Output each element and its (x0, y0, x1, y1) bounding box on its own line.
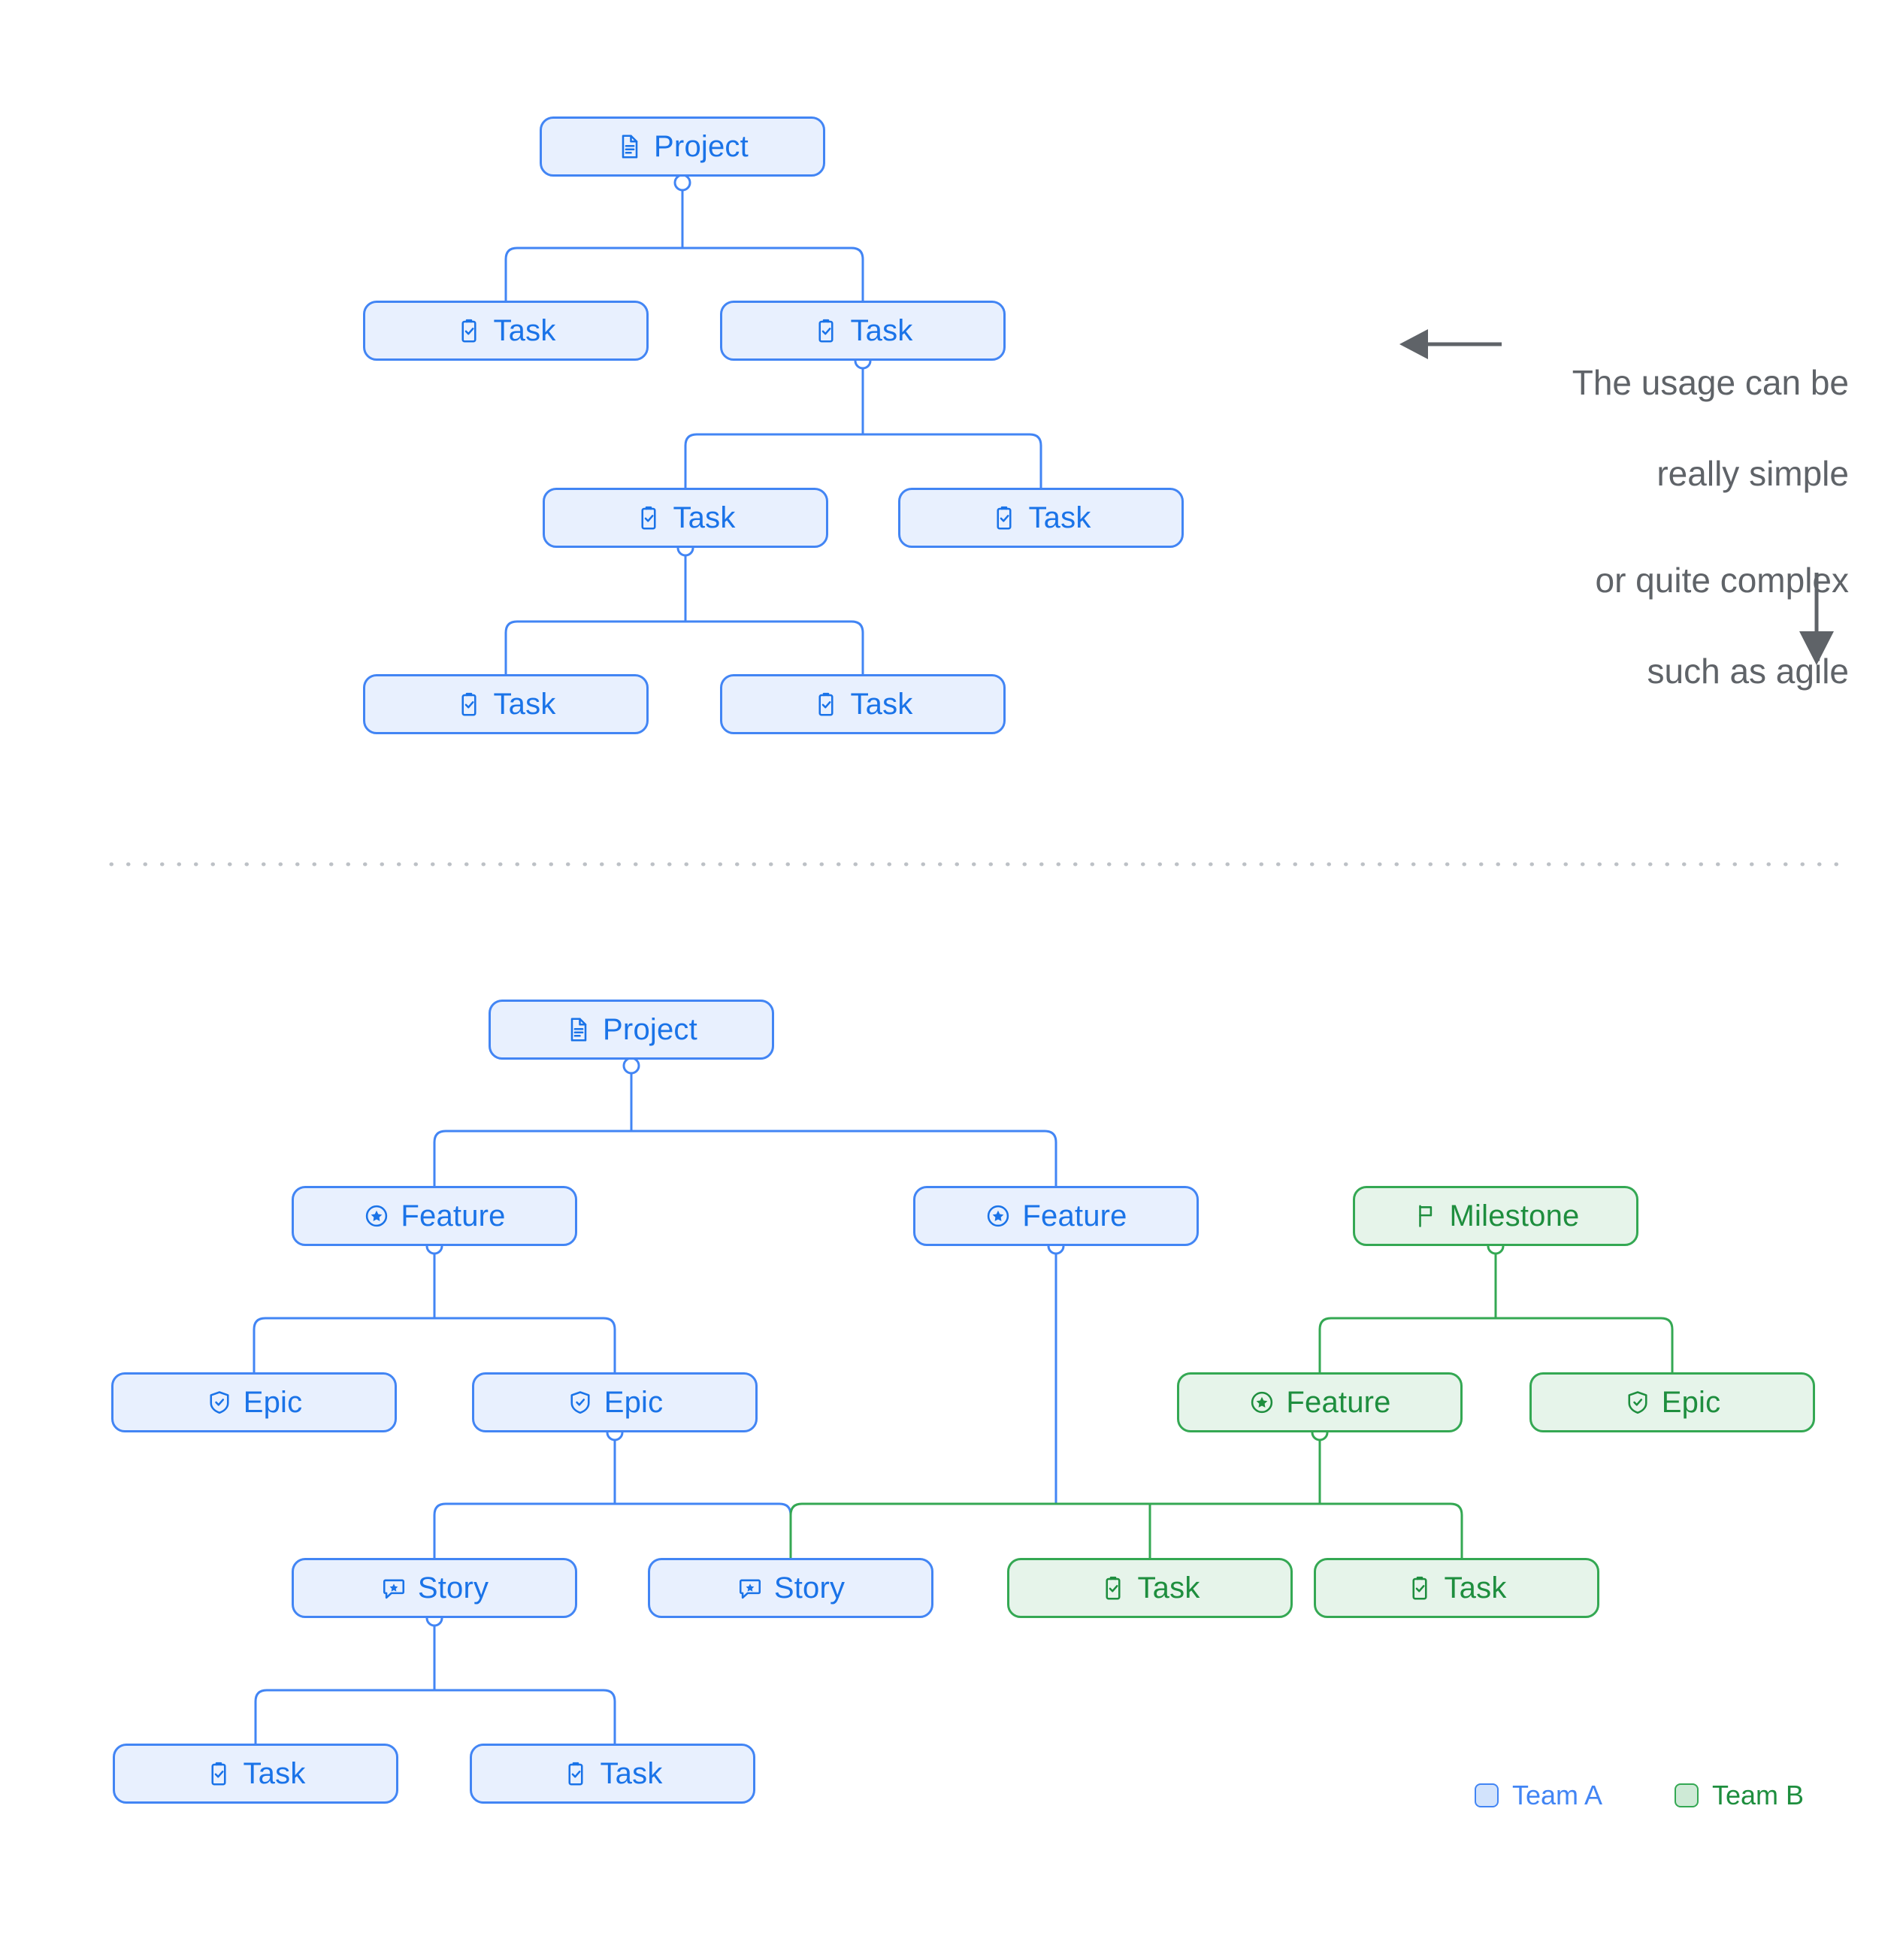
node-label: Epic (1661, 1386, 1721, 1419)
node-feature[interactable]: Feature (1177, 1372, 1463, 1432)
task-icon (818, 692, 834, 716)
node-label: Milestone (1449, 1199, 1580, 1233)
document-icon (622, 135, 638, 159)
legend-label-team-a: Team A (1512, 1780, 1603, 1810)
epic-icon (570, 1391, 590, 1414)
node-label: Epic (243, 1386, 303, 1419)
node-label: Task (600, 1757, 663, 1790)
node-project[interactable]: Project (489, 1000, 774, 1060)
task-icon (461, 692, 477, 716)
node-label: Project (654, 130, 749, 163)
node-story[interactable]: Story (292, 1558, 577, 1618)
node-label: Story (417, 1571, 489, 1605)
complex-tree-connector-dots (425, 1057, 1505, 1627)
task-icon (641, 506, 656, 530)
epic-icon (1628, 1391, 1647, 1414)
task-icon (461, 319, 477, 343)
annotation-line-2: really simple (1656, 454, 1849, 494)
node-task[interactable]: Task (543, 488, 828, 548)
task-icon (997, 506, 1012, 530)
milestone-icon (1418, 1205, 1432, 1227)
node-task[interactable]: Task (470, 1744, 755, 1804)
node-label: Story (773, 1571, 846, 1605)
feature-icon (366, 1205, 388, 1227)
down-arrow-icon (1799, 573, 1834, 665)
node-label: Task (1137, 1571, 1200, 1605)
task-icon (818, 319, 834, 343)
node-label: Task (243, 1757, 306, 1790)
legend-swatch-team-b (1675, 1783, 1699, 1807)
node-label: Task (1444, 1571, 1507, 1605)
feature-icon (988, 1205, 1009, 1227)
legend-item-team-b[interactable]: Team B (1675, 1780, 1804, 1811)
simple-tree-edges (504, 183, 1042, 674)
node-feature[interactable]: Feature (292, 1186, 577, 1246)
node-task[interactable]: Task (720, 301, 1006, 361)
feature-icon (1251, 1391, 1273, 1414)
node-task[interactable]: Task (720, 674, 1006, 734)
node-task[interactable]: Task (113, 1744, 398, 1804)
node-label: Project (603, 1013, 697, 1046)
node-label: Task (1028, 501, 1091, 534)
complex-tree-edges-blue (253, 1066, 1057, 1744)
node-feature[interactable]: Feature (913, 1186, 1199, 1246)
document-icon (570, 1018, 587, 1042)
node-story[interactable]: Story (648, 1558, 933, 1618)
node-milestone[interactable]: Milestone (1353, 1186, 1638, 1246)
annotation-line-1: The usage can be (1572, 362, 1849, 402)
node-label: Task (493, 688, 556, 721)
story-icon (383, 1579, 404, 1599)
annotation-line-3: or quite complex (1595, 560, 1850, 600)
task-icon (1412, 1576, 1427, 1600)
node-label: Task (850, 688, 913, 721)
task-icon (211, 1762, 226, 1786)
node-label: Feature (1286, 1386, 1391, 1419)
epic-icon (210, 1391, 229, 1414)
node-task[interactable]: Task (363, 301, 649, 361)
left-arrow-icon (1399, 329, 1502, 359)
node-label: Feature (401, 1199, 506, 1233)
node-project[interactable]: Project (540, 116, 825, 177)
node-epic[interactable]: Epic (1529, 1372, 1815, 1432)
node-epic[interactable]: Epic (472, 1372, 758, 1432)
node-epic[interactable]: Epic (111, 1372, 397, 1432)
task-icon (1106, 1576, 1121, 1600)
node-task[interactable]: Task (1314, 1558, 1599, 1618)
legend-swatch-team-a (1475, 1783, 1499, 1807)
node-label: Epic (604, 1386, 664, 1419)
node-label: Task (850, 314, 913, 347)
complex-tree-edges-green (789, 1246, 1674, 1558)
annotation-text: The usage can be really simple or quite … (1473, 314, 1849, 740)
story-icon (739, 1579, 761, 1599)
node-label: Task (673, 501, 736, 534)
legend-label-team-b: Team B (1712, 1780, 1805, 1810)
node-label: Feature (1022, 1199, 1127, 1233)
node-task[interactable]: Task (1007, 1558, 1293, 1618)
legend-item-team-a[interactable]: Team A (1475, 1780, 1602, 1811)
node-task[interactable]: Task (363, 674, 649, 734)
node-label: Task (493, 314, 556, 347)
annotation-line-4: such as agile (1647, 652, 1850, 691)
node-task[interactable]: Task (898, 488, 1184, 548)
task-icon (568, 1762, 583, 1786)
